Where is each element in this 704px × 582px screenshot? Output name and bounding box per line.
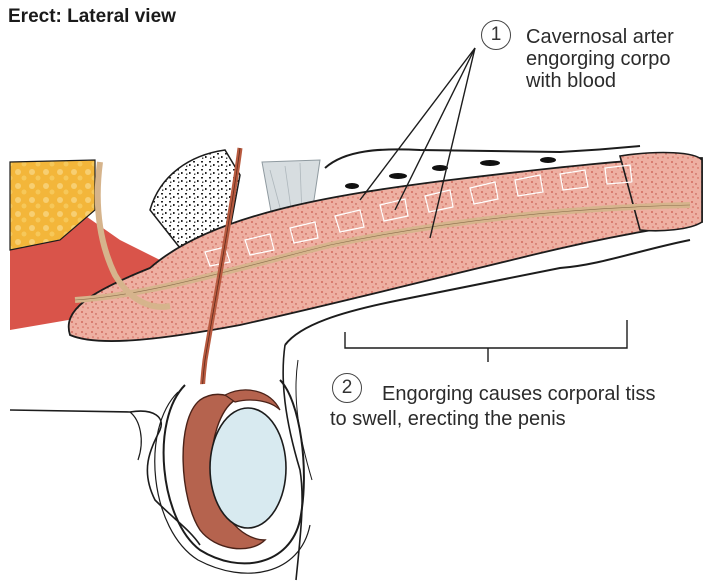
figure-title: Erect: Lateral view (8, 6, 176, 28)
callout-2-text: Engorging causes corporal tiss (382, 383, 655, 405)
testis (210, 408, 286, 528)
callout-1-line-2: engorging corpo (526, 48, 674, 70)
callout-1-number: 1 (481, 20, 511, 50)
callout-2-text-cont: to swell, erecting the penis (330, 408, 566, 430)
callout-2-line-1: Engorging causes corporal tiss (382, 383, 655, 405)
callout-2-number: 2 (332, 373, 362, 403)
callout-2-line-2: to swell, erecting the penis (330, 408, 566, 430)
callout-2-bracket (345, 320, 627, 362)
callout-1-line-3: with blood (526, 70, 674, 92)
callout-1-text: Cavernosal arter engorging corpo with bl… (526, 26, 674, 92)
callout-1-line-1: Cavernosal arter (526, 26, 674, 48)
